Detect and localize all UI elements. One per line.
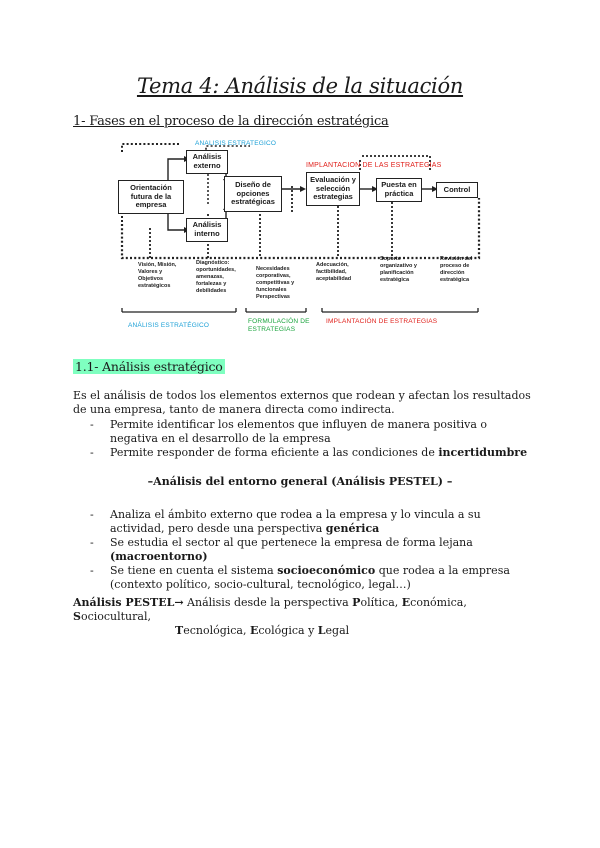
note-diagnostico: Diagnóstico: oportunidades, amenazas, fo… (196, 260, 236, 294)
label-analisis-top: ANALISIS ESTRATEGICO (195, 140, 277, 147)
list-item: Analiza el ámbito externo que rodea a la… (88, 508, 533, 536)
note-necesidades: Necesidades corporativas, competitivas y… (256, 266, 295, 300)
label-implantacion-top: IMPLANTACION DE LAS ESTRATEGIAS (306, 162, 442, 169)
box-evaluacion: Evaluación y selección estrategias (306, 172, 360, 206)
list-item: Permite responder de forma eficiente a l… (88, 446, 533, 460)
box-diseno-opciones: Diseño de opciones estratégicas (224, 176, 282, 212)
section-heading: 1- Fases en el proceso de la dirección e… (73, 114, 389, 129)
pestel-definition: Análisis PESTEL→ Análisis desde la persp… (73, 596, 467, 637)
box-orientacion: Orientación futura de la empresa (118, 180, 184, 214)
box-analisis-interno: Análisis interno (186, 218, 228, 242)
pestel-subheading: –Análisis del entorno general (Análisis … (147, 475, 453, 488)
note-adecuacion: Adecuación, factibilidad, aceptabilidad (316, 262, 352, 282)
bullet-list-1: Permite identificar los elementos que in… (88, 418, 533, 460)
note-revision: Revisión del proceso de dirección estrat… (440, 256, 473, 283)
page-title: Tema 4: Análisis de la situación (136, 74, 464, 98)
list-item: Se tiene en cuenta el sistema socioeconó… (88, 564, 533, 592)
bullet-list-2: Analiza el ámbito externo que rodea a la… (88, 508, 533, 592)
intro-paragraph: Es el análisis de todos los elementos ex… (73, 389, 531, 416)
diagram-connectors (120, 143, 481, 313)
box-analisis-externo: Análisis externo (186, 150, 228, 174)
subsection-heading: 1.1- Análisis estratégico (73, 359, 225, 374)
list-item: Se estudia el sector al que pertenece la… (88, 536, 533, 564)
label-formulacion: FORMULACIÓN DE ESTRATEGIAS (248, 318, 310, 334)
label-implantacion-bottom: IMPLANTACIÓN DE ESTRATEGIAS (326, 318, 438, 325)
box-puesta-practica: Puesta en práctica (376, 178, 422, 202)
note-soporte: Soporte organizativo y planificación est… (380, 256, 417, 283)
strategy-diagram: ANALISIS ESTRATEGICO IMPLANTACION DE LAS… (110, 134, 490, 344)
box-control: Control (436, 182, 478, 198)
note-vision: Visión, Misión, Valores y Objetivos estr… (138, 262, 177, 289)
list-item: Permite identificar los elementos que in… (88, 418, 533, 446)
label-analisis-bottom: ANÁLISIS ESTRATÉGICO (128, 322, 210, 329)
